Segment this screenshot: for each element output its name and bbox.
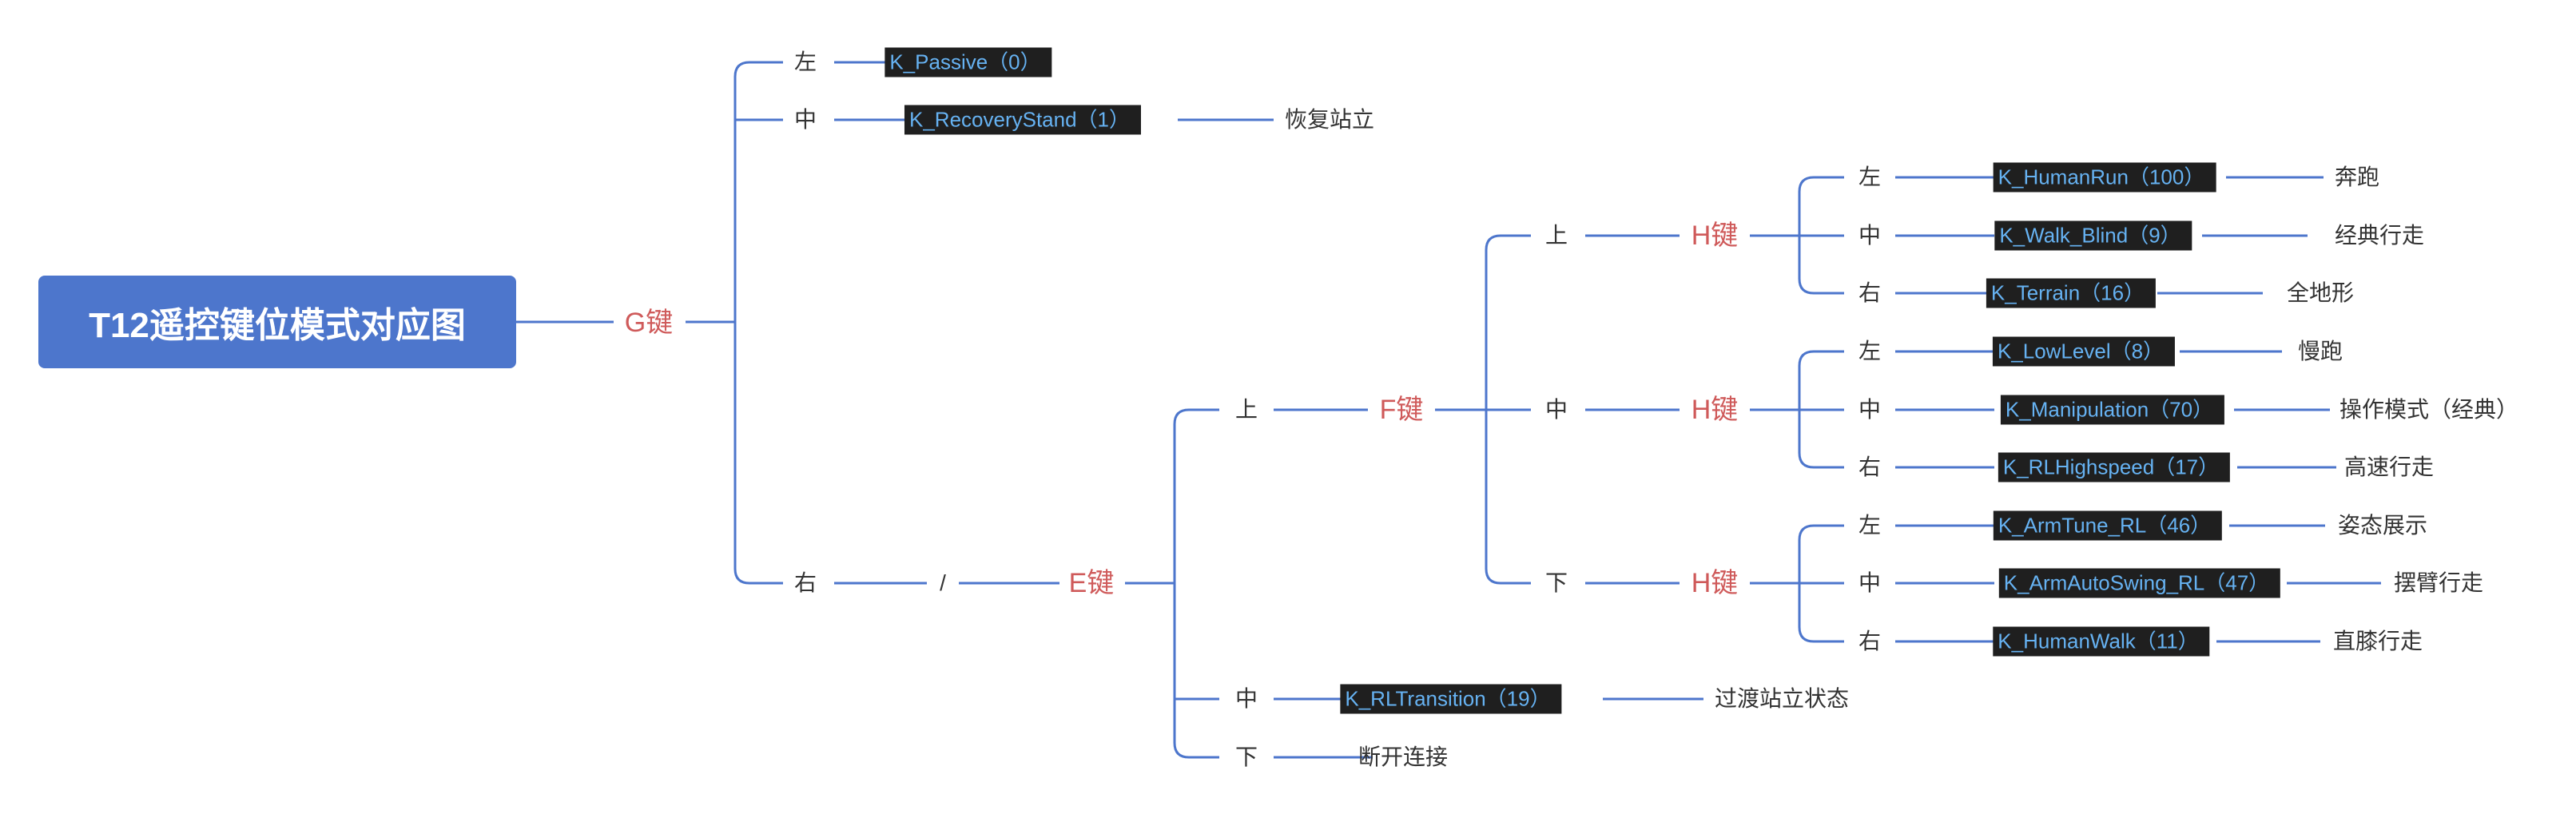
- desc-jog: 慢跑: [2297, 339, 2343, 363]
- desc-all-terrain: 全地形: [2286, 280, 2355, 305]
- desc-pose-display: 姿态展示: [2337, 513, 2428, 538]
- g-middle-label: 中: [793, 107, 817, 132]
- desc-straight-knee-walk: 直膝行走: [2332, 629, 2423, 653]
- h-mid-right-label: 右: [1858, 455, 1882, 479]
- h-mid-middle-label: 中: [1858, 397, 1882, 422]
- h-up-right-label: 右: [1858, 280, 1882, 305]
- mode-k-humanwalk: K_HumanWalk（11）: [1993, 626, 2210, 657]
- h-key-node-middle: H键: [1691, 395, 1739, 425]
- desc-transition-stand: 过渡站立状态: [1714, 686, 1850, 711]
- mode-k-rltransition: K_RLTransition（19）: [1340, 684, 1562, 714]
- g-right-label: 右: [793, 570, 817, 595]
- mode-k-armautoswing-rl: K_ArmAutoSwing_RL（47）: [1998, 568, 2281, 598]
- desc-manipulation: 操作模式（经典）: [2339, 397, 2519, 422]
- diagram-title: T12遥控键位模式对应图: [38, 276, 516, 368]
- h-up-middle-label: 中: [1858, 223, 1882, 248]
- mode-k-walk-blind: K_Walk_Blind（9）: [1994, 220, 2192, 251]
- bracket-h-2: [1798, 524, 1844, 643]
- f-key-node: F键: [1379, 395, 1424, 425]
- g-key-node: G键: [624, 308, 674, 338]
- bracket-h-0: [1798, 176, 1844, 295]
- e-key-node: E键: [1068, 568, 1115, 598]
- bracket-f: [1485, 234, 1531, 585]
- h-down-right-label: 右: [1858, 629, 1882, 653]
- mode-k-rlhighspeed: K_RLHighspeed（17）: [1998, 452, 2231, 482]
- bracket-h-1: [1798, 350, 1844, 469]
- h-down-left-label: 左: [1858, 513, 1882, 538]
- h-up-left-label: 左: [1858, 165, 1882, 189]
- desc-run: 奔跑: [2334, 165, 2380, 189]
- desc-arm-swing-walk: 摆臂行走: [2393, 570, 2484, 595]
- g-right-slash: /: [940, 570, 946, 595]
- e-up-label: 上: [1234, 397, 1258, 422]
- mode-k-manipulation: K_Manipulation（70）: [2000, 395, 2225, 425]
- h-down-middle-label: 中: [1858, 570, 1882, 595]
- f-down-label: 下: [1544, 570, 1568, 595]
- mode-k-armtune-rl: K_ArmTune_RL（46）: [1993, 510, 2223, 541]
- mode-k-terrain: K_Terrain（16）: [1986, 278, 2157, 308]
- g-left-label: 左: [793, 50, 817, 74]
- bracket-e: [1173, 408, 1219, 759]
- e-middle-label: 中: [1234, 686, 1258, 711]
- e-down-label: 下: [1234, 745, 1258, 769]
- h-mid-left-label: 左: [1858, 339, 1882, 363]
- f-middle-label: 中: [1544, 397, 1568, 422]
- desc-recovery-stand: 恢复站立: [1284, 107, 1375, 132]
- mode-k-lowlevel: K_LowLevel（8）: [1992, 336, 2176, 367]
- mode-k-passive: K_Passive（0）: [885, 47, 1052, 77]
- bracket-g: [733, 61, 783, 585]
- desc-disconnect: 断开连接: [1358, 745, 1449, 769]
- mode-k-humanrun: K_HumanRun（100）: [1993, 162, 2216, 193]
- h-key-node-down: H键: [1691, 568, 1739, 598]
- desc-high-speed: 高速行走: [2343, 455, 2435, 479]
- mode-k-recoverystand: K_RecoveryStand（1）: [904, 105, 1142, 135]
- f-up-label: 上: [1544, 223, 1568, 248]
- h-key-node-up: H键: [1691, 220, 1739, 251]
- desc-classic-walk: 经典行走: [2334, 223, 2425, 248]
